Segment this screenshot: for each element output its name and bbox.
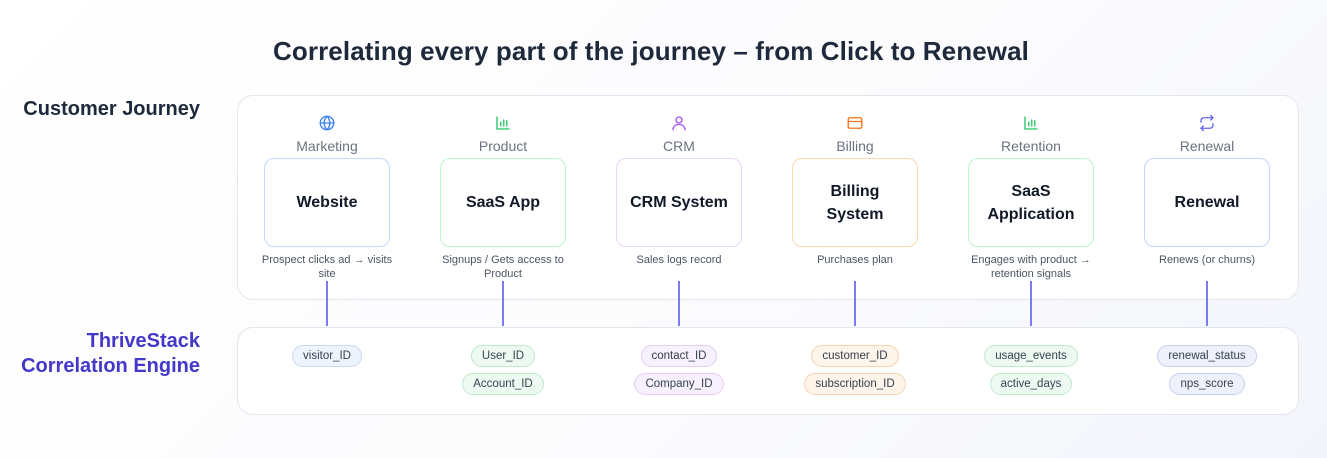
stage-description: Purchases plan (767, 253, 943, 267)
stage-description: Renews (or churns) (1119, 253, 1295, 267)
credit-card-icon (846, 113, 864, 133)
stage-description: Signups / Gets access to Product (415, 253, 591, 281)
stage-product: Product SaaS App Signups / Gets access t… (415, 95, 591, 281)
id-pill-user-id: User_ID (470, 345, 536, 367)
card-title-line2: Application (987, 205, 1075, 223)
desc-line2: site (318, 268, 336, 280)
card-title-line1: SaaS (1011, 182, 1051, 200)
stage-crm: CRM CRM System Sales logs record (591, 95, 767, 267)
stage-label: CRM (663, 138, 695, 154)
id-pill-company-id: Company_ID (634, 373, 724, 395)
stage-label: Marketing (296, 138, 358, 154)
id-pill-usage-events: usage_events (984, 345, 1078, 367)
correlation-engine-label-line1: ThriveStack (86, 330, 200, 352)
desc-line1: Engages with product → (971, 254, 1091, 266)
id-pill-contact-id: contact_ID (640, 345, 718, 367)
id-group-retention: usage_events active_days (943, 345, 1119, 395)
system-card-website[interactable]: Website (264, 158, 390, 247)
journey-panel (237, 95, 1299, 300)
globe-icon (318, 113, 336, 133)
card-title-line1: SaaS App (465, 194, 541, 211)
connector-line-marketing (326, 281, 328, 326)
id-group-billing: customer_ID subscription_ID (767, 345, 943, 395)
id-pill-renewal-status: renewal_status (1157, 345, 1257, 367)
system-card-saas-application[interactable]: SaaS Application (968, 158, 1094, 247)
stage-description: Prospect clicks ad → visits site (239, 253, 415, 281)
stage-marketing: Marketing Website Prospect clicks ad → v… (239, 95, 415, 281)
desc-line1: Sales logs record (636, 254, 722, 266)
connector-line-billing (854, 281, 856, 326)
system-card-saas-app[interactable]: SaaS App (440, 158, 566, 247)
page-title: Correlating every part of the journey – … (273, 36, 1029, 66)
id-pill-nps-score: nps_score (1169, 373, 1245, 395)
stage-billing: Billing Billing System Purchases plan (767, 95, 943, 267)
id-pill-subscription-id: subscription_ID (804, 373, 906, 395)
desc-line2: Product (484, 268, 522, 280)
stage-label: Billing (836, 138, 874, 154)
stage-label: Renewal (1179, 138, 1235, 154)
user-icon (670, 113, 688, 133)
desc-line1: Renews (or churns) (1159, 254, 1255, 266)
id-group-product: User_ID Account_ID (415, 345, 591, 395)
card-title-line1: Renewal (1174, 194, 1240, 211)
id-pill-active-days: active_days (989, 373, 1073, 395)
system-card-crm-system[interactable]: CRM System (616, 158, 742, 247)
stage-renewal: Renewal Renewal Renews (or churns) (1119, 95, 1295, 267)
id-pill-account-id: Account_ID (462, 373, 544, 395)
desc-line2: retention signals (990, 268, 1072, 280)
card-title-line1: Website (296, 194, 358, 211)
id-pill-customer-id: customer_ID (811, 345, 899, 367)
customer-journey-label-text: Customer Journey (23, 98, 200, 120)
stage-description: Engages with product → retention signals (943, 253, 1119, 281)
stage-label: Retention (1001, 138, 1061, 154)
desc-line1: Purchases plan (817, 254, 893, 266)
desc-line1: Prospect clicks ad → visits (261, 254, 393, 266)
id-group-renewal: renewal_status nps_score (1119, 345, 1295, 395)
connector-line-renewal (1206, 281, 1208, 326)
card-title-line1: CRM System (630, 194, 728, 211)
customer-journey-label: Customer Journey (23, 97, 200, 122)
repeat-icon (1198, 113, 1216, 133)
correlation-engine-panel (237, 327, 1299, 415)
id-group-crm: contact_ID Company_ID (591, 345, 767, 395)
id-group-marketing: visitor_ID (239, 345, 415, 367)
stage-retention: Retention SaaS Application Engages with … (943, 95, 1119, 281)
bar-chart-icon (1022, 113, 1040, 133)
connector-line-product (502, 281, 504, 326)
stage-description: Sales logs record (591, 253, 767, 267)
connector-line-retention (1030, 281, 1032, 326)
desc-line1: Signups / Gets access to (442, 254, 564, 266)
correlation-engine-label: ThriveStack Correlation Engine (21, 329, 200, 379)
card-title-line1: Billing (830, 182, 880, 200)
bar-chart-icon (494, 113, 512, 133)
system-card-billing-system[interactable]: Billing System (792, 158, 918, 247)
card-title-line2: System (826, 205, 884, 223)
stage-label: Product (478, 138, 528, 154)
connector-line-crm (678, 281, 680, 326)
correlation-engine-label-line2: Correlation Engine (21, 355, 200, 377)
system-card-renewal[interactable]: Renewal (1144, 158, 1270, 247)
id-pill-visitor-id: visitor_ID (292, 345, 362, 367)
